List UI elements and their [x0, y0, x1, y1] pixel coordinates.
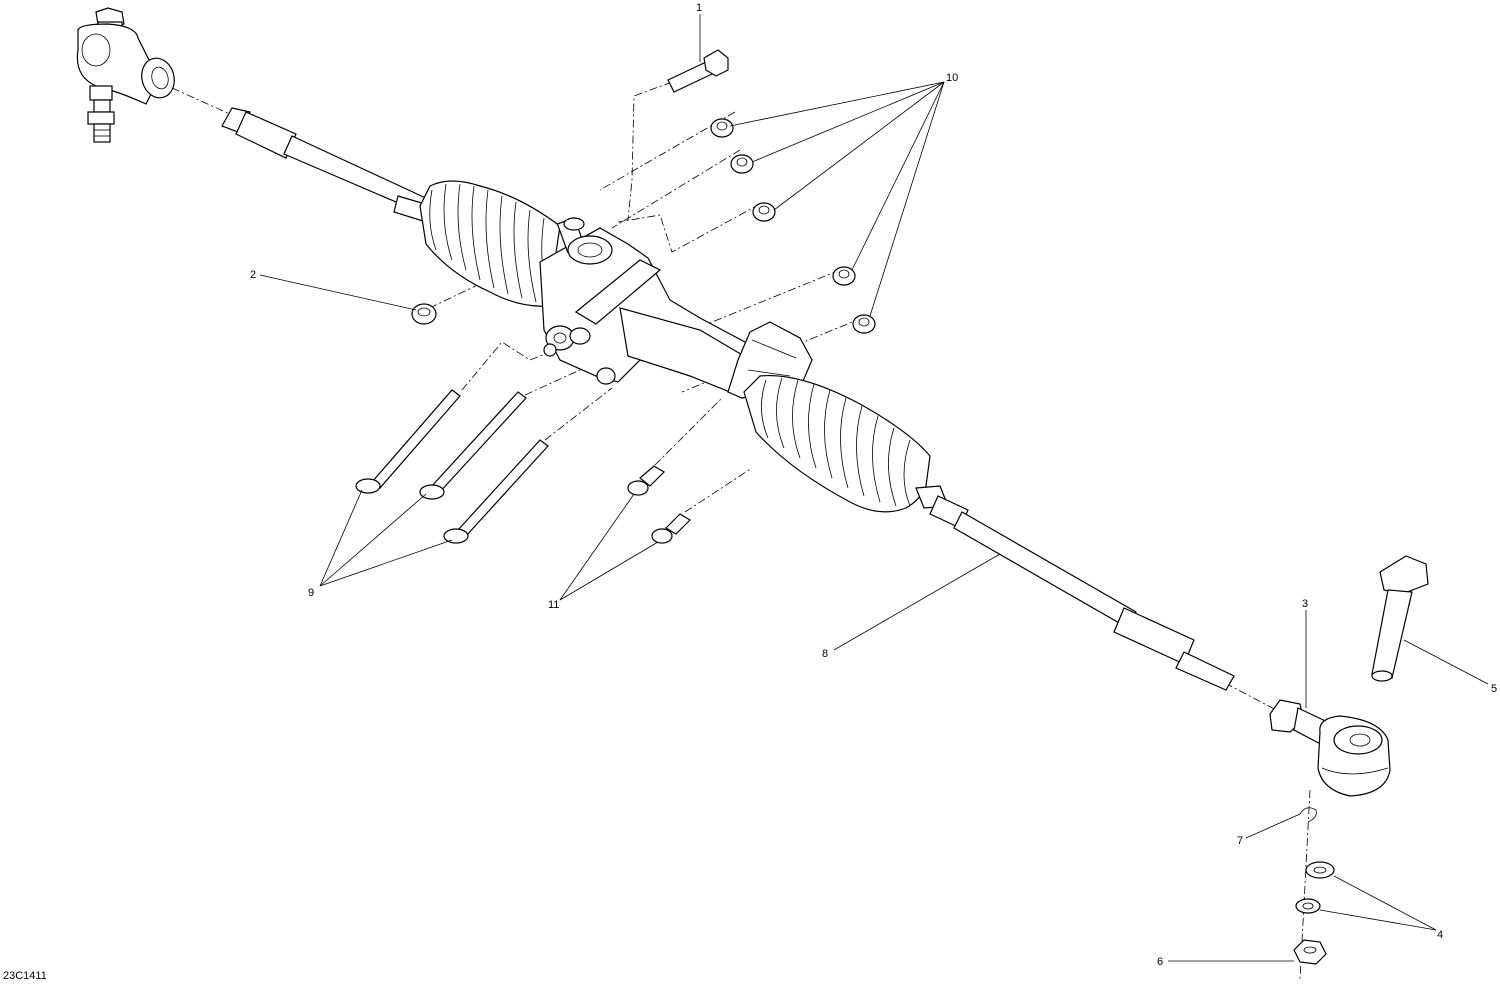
callout-7: 7: [1237, 835, 1243, 847]
bolt-item-5: [1371, 555, 1429, 682]
left-inner-tie-rod: [221, 107, 433, 223]
figure-id: 23C1411: [3, 970, 47, 982]
bolts-item-9: [355, 389, 549, 544]
right-inner-tie-rod: [915, 485, 1235, 691]
callout-11: 11: [548, 599, 559, 611]
callout-3: 3: [1302, 598, 1308, 610]
nut-item-6: [1293, 939, 1327, 965]
right-tie-rod-end: [1269, 699, 1391, 797]
callout-8: 8: [822, 648, 828, 660]
callout-1: 1: [696, 2, 702, 14]
left-bellows-boot: [419, 180, 561, 307]
leader-lines: [259, 14, 1489, 962]
callout-9: 9: [308, 587, 314, 599]
right-bellows-boot: [743, 374, 931, 513]
bolt-item-1: [667, 49, 729, 93]
assembly-center-lines: [171, 81, 1311, 981]
left-tie-rod-end: [76, 7, 175, 143]
callout-labels: 1 2 3 4 5 6 7 8 9 10 11 23C1411: [3, 2, 1497, 982]
nut-item-2: [411, 303, 437, 325]
studs-item-11: [627, 465, 691, 544]
callout-10: 10: [946, 72, 958, 84]
callout-5: 5: [1491, 683, 1497, 695]
callout-6: 6: [1157, 956, 1163, 968]
cotter-pin-item-7: [1299, 807, 1317, 823]
callout-2: 2: [250, 269, 256, 281]
nuts-item-10: [710, 118, 876, 334]
steering-rack-housing: [539, 217, 813, 399]
callout-4: 4: [1437, 929, 1443, 941]
washers-item-4: [1295, 861, 1335, 914]
